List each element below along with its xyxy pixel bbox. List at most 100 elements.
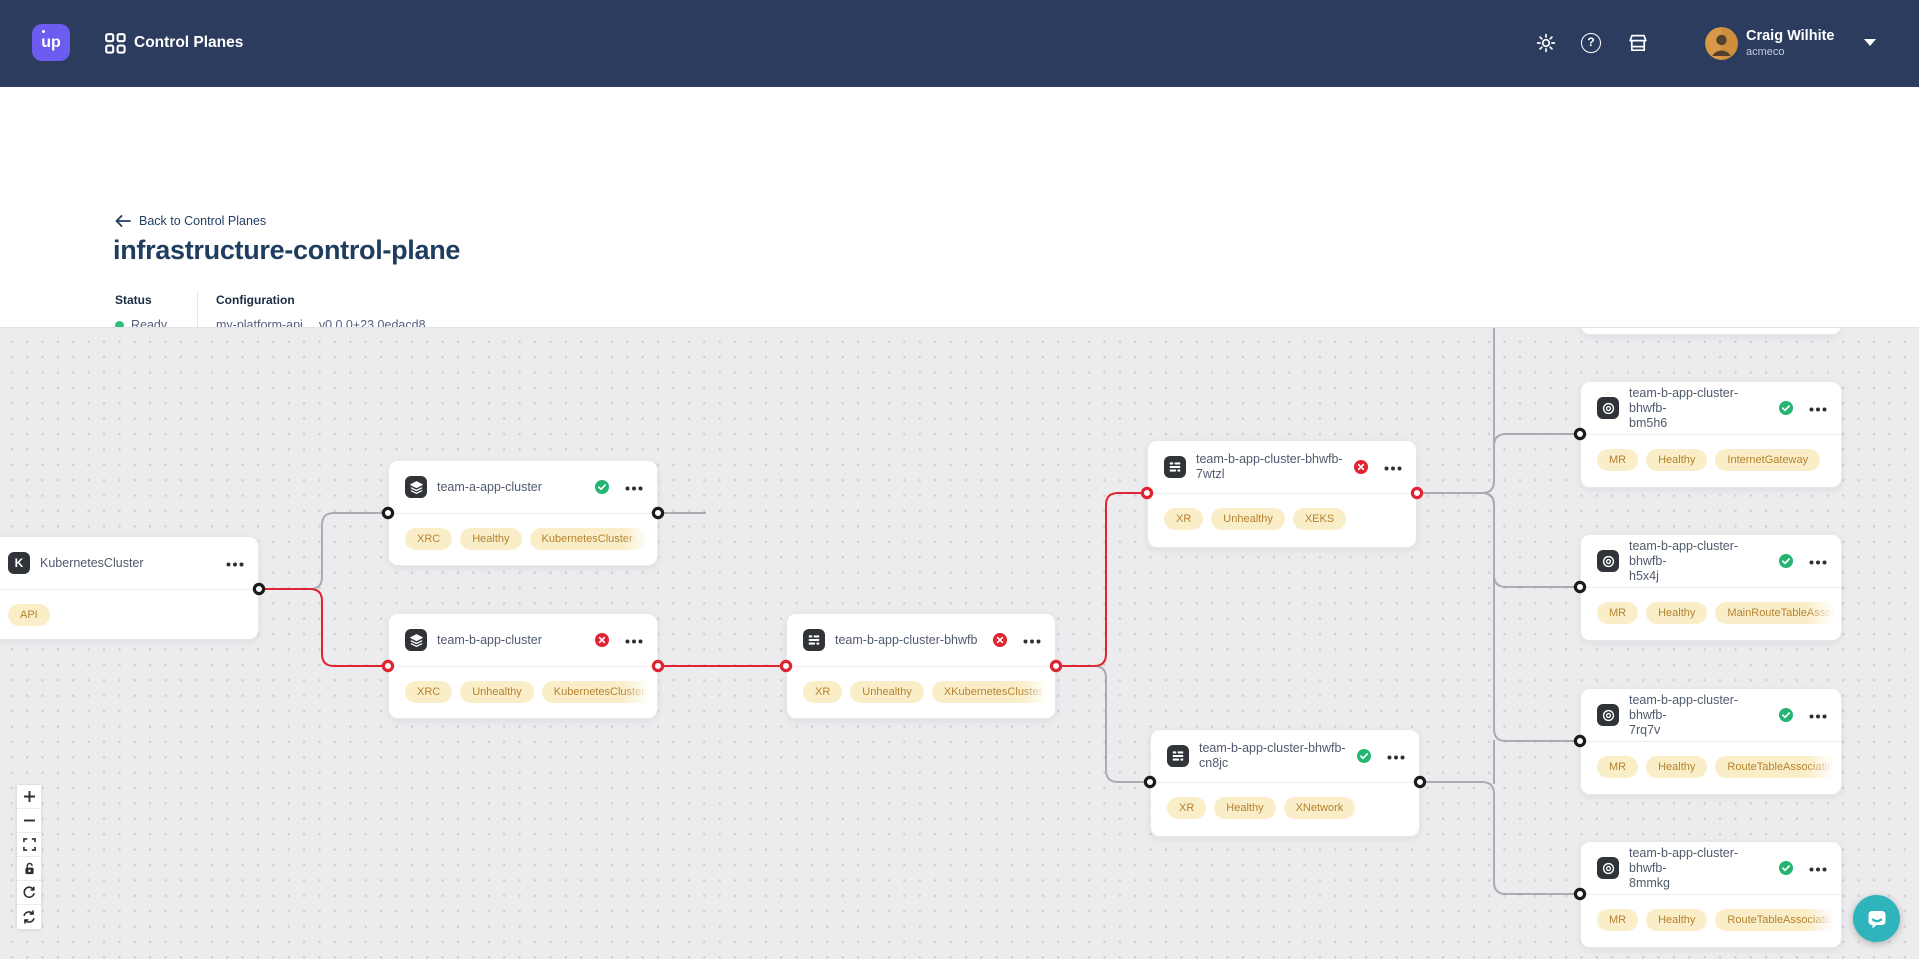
badge-fade-overlay [1807, 742, 1841, 778]
zoom-out-button[interactable] [17, 809, 41, 833]
zoom-in-icon [23, 790, 36, 803]
status-dot-icon [115, 320, 124, 330]
node-label: team-b-app-cluster-bhwfb-h5x4j [1629, 538, 1739, 583]
badge-unhealthy: Unhealthy [460, 681, 534, 703]
badge-healthy: Healthy [1214, 797, 1276, 819]
unhealthy-status-icon [595, 633, 609, 647]
badge-healthy: Healthy [1646, 602, 1708, 624]
status-label: Status [115, 293, 152, 307]
grid-icon[interactable] [105, 33, 126, 54]
badge-mr: MR [1597, 602, 1639, 624]
node-menu-button[interactable] [625, 631, 643, 649]
node-label: team-b-app-cluster-bhwfb [835, 632, 978, 647]
badge-internetgateway: InternetGateway [1715, 449, 1821, 471]
badge-mr: MR [1597, 909, 1639, 931]
control-plane-header: Back to Control Planes infrastructure-co… [0, 87, 1919, 408]
composite-icon [803, 629, 825, 651]
node-label: KubernetesCluster [40, 555, 144, 570]
back-link-label: Back to Control Planes [139, 214, 267, 228]
badge-unhealthy: Unhealthy [850, 681, 924, 703]
node-label: team-b-app-cluster-bhwfb-7wtzl [1196, 452, 1343, 481]
fit-view-button[interactable] [17, 833, 41, 857]
node-card-partial[interactable] [1580, 328, 1842, 335]
badge-xr: XR [1167, 797, 1207, 819]
badge-xrc: XRC [405, 528, 453, 550]
edge-team-b-app-cluster-bhwfb-to-team-b-app-cluster-bhwfb-cn8jc [1056, 665, 1150, 783]
healthy-status-icon [595, 480, 609, 494]
gear-icon[interactable] [1535, 32, 1557, 54]
node-menu-button[interactable] [1809, 859, 1827, 877]
edge-kubernetescluster-to-team-a-app-cluster [259, 512, 388, 590]
node-menu-button[interactable] [1809, 706, 1827, 724]
kubernetes-icon: K [8, 552, 30, 574]
edge-team-b-app-cluster-bhwfb-7wtzl-to-team-b-app-cluster-bhwfb-7rq7v [1417, 492, 1580, 742]
badge-mr: MR [1597, 756, 1639, 778]
healthy-status-icon [1779, 554, 1793, 568]
node-label: team-b-app-cluster-bhwfb-bm5h6 [1629, 385, 1739, 430]
node-menu-button[interactable] [1809, 399, 1827, 417]
node-menu-button[interactable] [1809, 552, 1827, 570]
healthy-status-icon [1779, 401, 1793, 415]
badge-fade-overlay [1807, 895, 1841, 931]
badge-mr: MR [1597, 449, 1639, 471]
node-menu-button[interactable] [1023, 631, 1041, 649]
node-label: team-a-app-cluster [437, 479, 542, 494]
node-menu-button[interactable] [226, 554, 244, 572]
badge-fade-overlay [623, 667, 657, 703]
managed-resource-icon [1597, 397, 1619, 419]
rotate-icon [22, 885, 36, 900]
arrow-left-icon [115, 215, 131, 227]
user-name: Craig Wilhite [1746, 28, 1835, 44]
sync-button[interactable] [17, 905, 41, 929]
divider [197, 291, 198, 341]
fit-view-icon [22, 838, 36, 851]
badge-xr: XR [803, 681, 843, 703]
rotate-button[interactable] [17, 881, 41, 905]
badge-unhealthy: Unhealthy [1211, 508, 1285, 530]
marketplace-icon[interactable] [1627, 32, 1649, 54]
node-menu-button[interactable] [625, 478, 643, 496]
node-menu-button[interactable] [1387, 747, 1405, 765]
edge-team-b-app-cluster-bhwfb-cn8jc-to-team-b-app-cluster-bhwfb-8mmkg [1420, 781, 1580, 895]
node-menu-button[interactable] [1384, 458, 1402, 476]
user-org: acmeco [1746, 46, 1785, 58]
configuration-label: Configuration [216, 293, 295, 307]
help-icon[interactable]: ? [1581, 33, 1601, 53]
badge-xrc: XRC [405, 681, 453, 703]
avatar[interactable] [1705, 27, 1738, 60]
badge-fade-overlay [623, 514, 657, 550]
chat-launcher-button[interactable] [1853, 895, 1900, 942]
healthy-status-icon [1779, 861, 1793, 875]
managed-resource-icon [1597, 704, 1619, 726]
caret-down-icon[interactable] [1864, 39, 1876, 46]
badge-xeks: XEKS [1292, 508, 1347, 530]
healthy-status-icon [1779, 708, 1793, 722]
managed-resource-icon [1597, 857, 1619, 879]
top-navbar: up Control Planes ? Craig Wilhite acmeco [0, 0, 1919, 87]
badge-healthy: Healthy [1646, 756, 1708, 778]
badge-healthy: Healthy [1646, 909, 1708, 931]
node-label: team-b-app-cluster [437, 632, 542, 647]
zoom-in-button[interactable] [17, 785, 41, 809]
node-label: team-b-app-cluster-bhwfb-cn8jc [1199, 741, 1346, 770]
lock-button[interactable] [17, 857, 41, 881]
healthy-status-icon [1357, 749, 1371, 763]
composite-icon [1167, 745, 1189, 767]
upbound-logo[interactable]: up [32, 24, 70, 61]
back-link[interactable]: Back to Control Planes [115, 214, 266, 228]
